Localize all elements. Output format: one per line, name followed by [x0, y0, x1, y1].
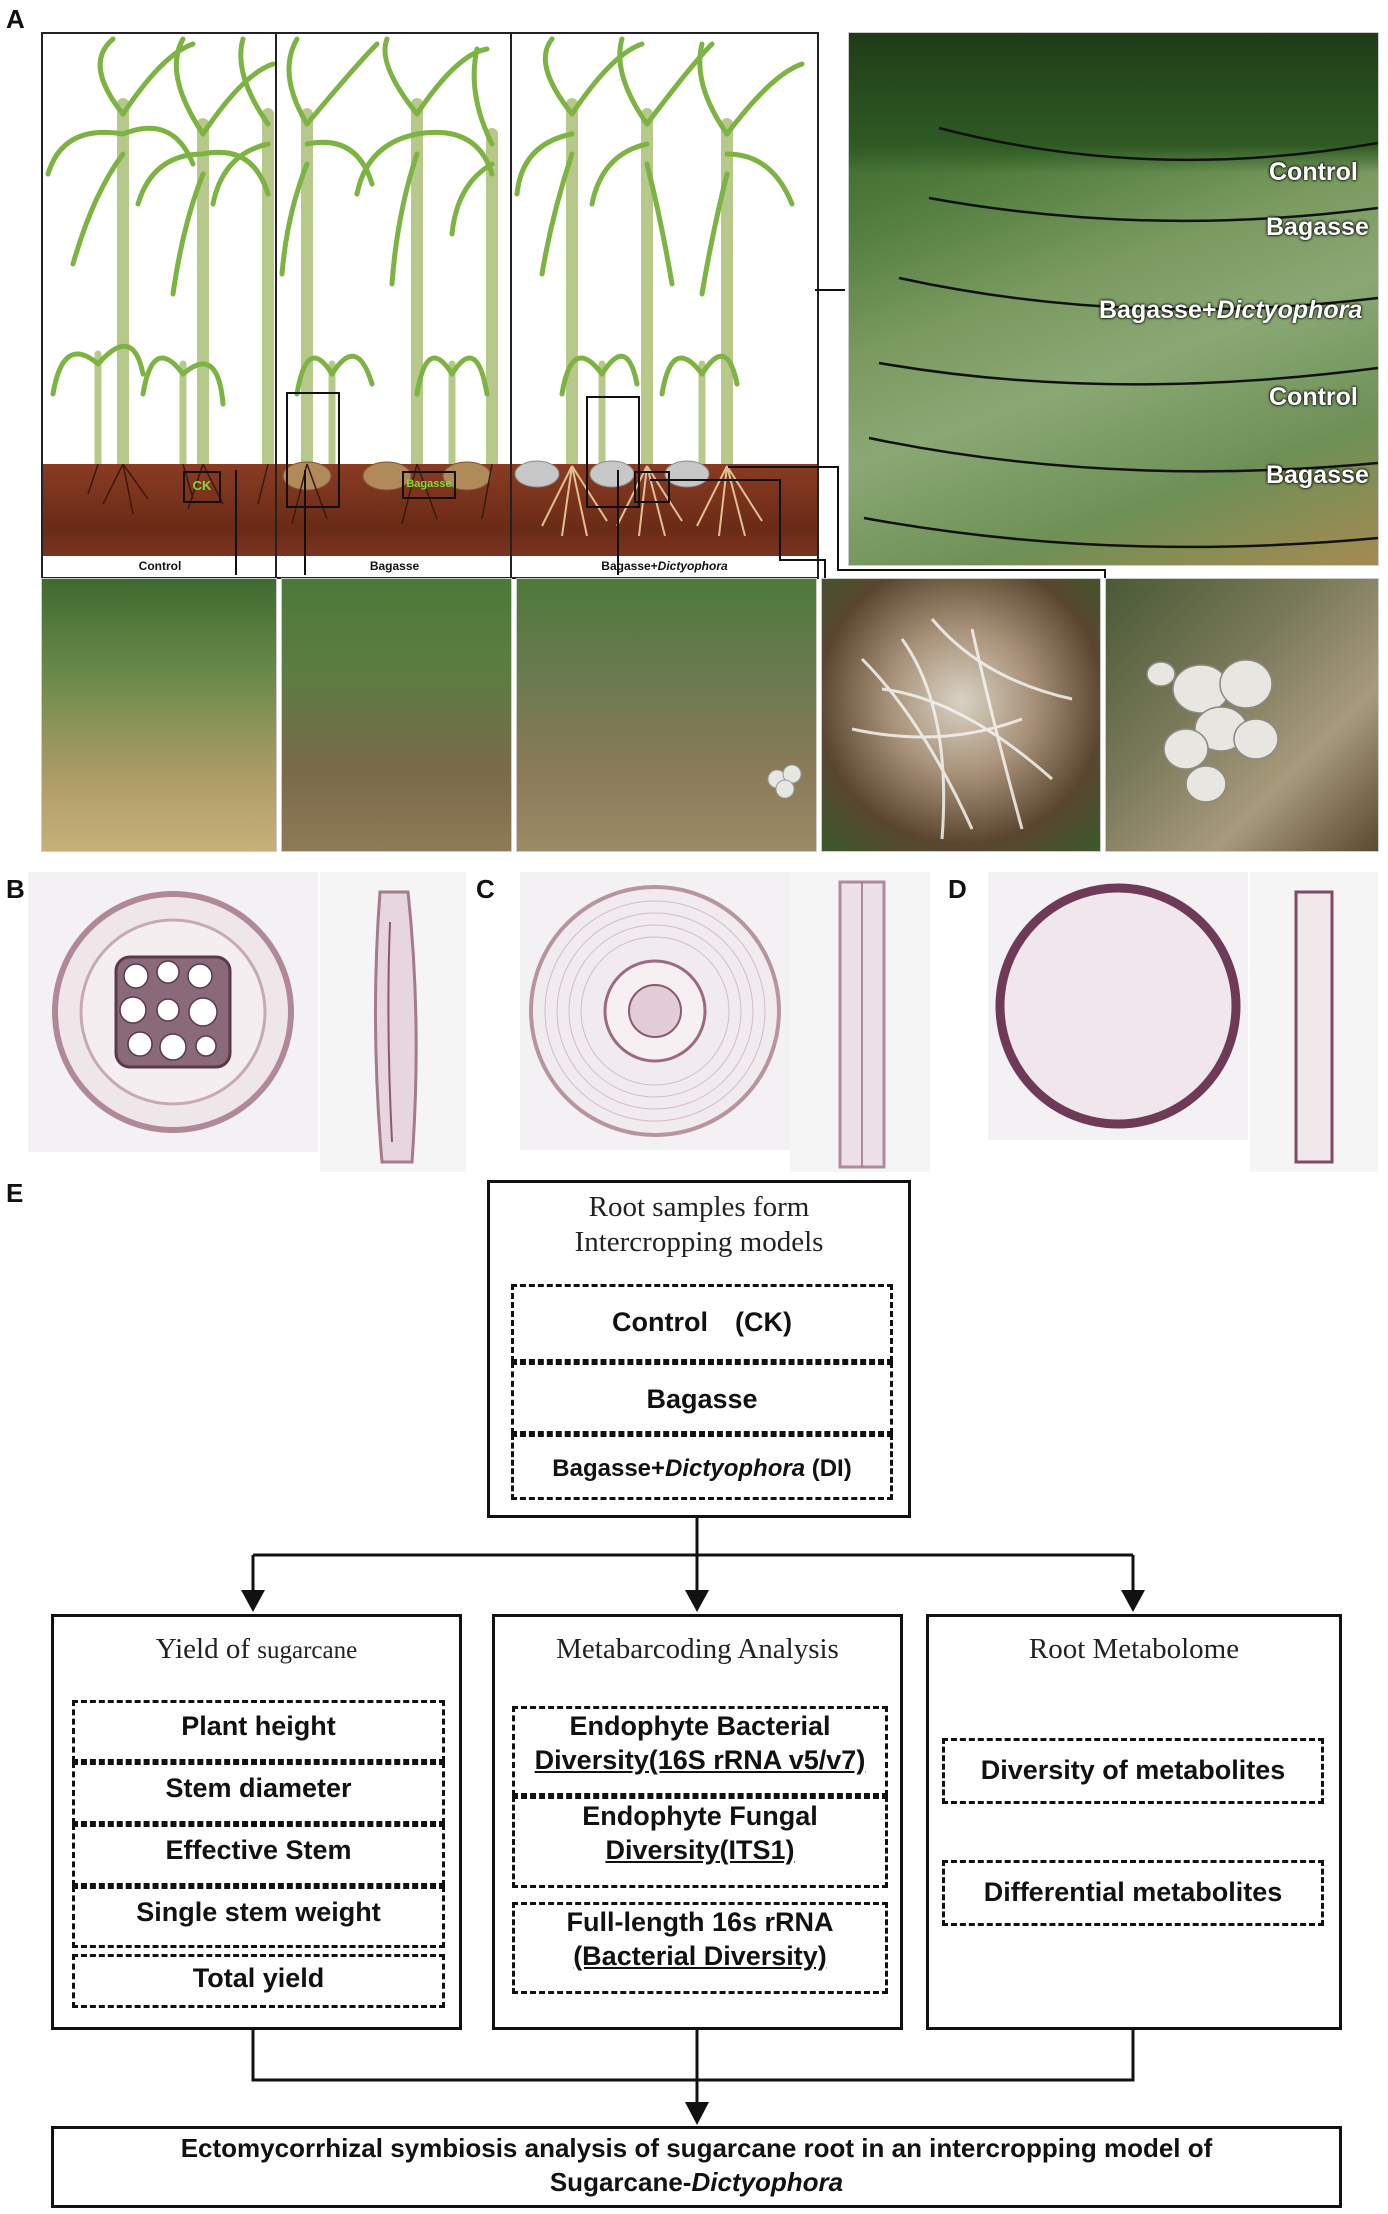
- bagasse-group-label: Bagasse: [646, 1384, 758, 1414]
- panel-label-c: C: [476, 874, 495, 904]
- root-zoom-box: [634, 471, 670, 503]
- caption-control: Control: [43, 556, 277, 577]
- ck-tag: CK: [183, 471, 221, 503]
- micrograph-dictyophora-cross: [988, 872, 1248, 1140]
- root-cross-section-control: [52, 891, 294, 1133]
- flowchart-arrows: [241, 1515, 1145, 2125]
- sugarcane-plants-bagasse: [279, 36, 498, 470]
- yield-item-total-yield: Total yield: [192, 1963, 325, 1993]
- yield-item-box: [72, 1700, 445, 1762]
- field-photo-bagasse: [281, 578, 512, 852]
- fungus-piles-and-roots: [514, 460, 763, 537]
- bagasse-zoom-box: [286, 392, 340, 508]
- illustration-bagasse-dictyophora: Bagasse+Dictyophora: [510, 32, 819, 579]
- micrograph-control-longitudinal: [320, 872, 466, 1172]
- aerial-field-photo: Control Bagasse Bagasse+Dictyophora Cont…: [848, 32, 1379, 566]
- root-samples-title: Root samples form Intercropping models: [574, 1191, 824, 1258]
- conclusion-label: Ectomycorrhizal symbiosis analysis of su…: [180, 2133, 1213, 2197]
- illustration-control: CK Control: [41, 32, 279, 579]
- root-metabolome-title: Root Metabolome: [1028, 1633, 1240, 1665]
- fungal-diversity-box: [512, 1796, 888, 1888]
- differential-metabolites-box: [942, 1860, 1324, 1926]
- yield-item-single-stem-weight: Single stem weight: [136, 1897, 381, 1927]
- yield-item-stem-diameter: Stem diameter: [165, 1773, 352, 1803]
- panel-label-e: E: [6, 1178, 24, 1208]
- conclusion-box: [51, 2126, 1342, 2208]
- control-group-label: Control (CK): [612, 1307, 792, 1337]
- yield-item-box: [72, 1824, 445, 1886]
- roots-control: [87, 464, 269, 515]
- metabolite-diversity-box: [942, 1738, 1324, 1804]
- sugarcane-plants-control: [45, 36, 276, 470]
- yield-item-effective-stem: Effective Stem: [165, 1835, 352, 1865]
- panel-label-b: B: [6, 874, 25, 904]
- micrograph-bagasse-cross: [520, 872, 790, 1150]
- metabolite-diversity-label: Diversity of metabolites: [980, 1755, 1286, 1785]
- bacterial-diversity-box: [512, 1706, 888, 1796]
- tree-line: [849, 33, 1378, 173]
- yield-item-box: [72, 1762, 445, 1824]
- yield-item-plant-height: Plant height: [181, 1711, 336, 1741]
- yield-item-box: [72, 1954, 445, 2008]
- micrograph-dictyophora-longitudinal: [1250, 872, 1378, 1172]
- dictyophora-group-box: [511, 1434, 893, 1500]
- bacterial-diversity-label: Endophyte Bacterial Diversity(16S rRNA v…: [534, 1711, 866, 1775]
- fungus-eggs: [767, 764, 802, 799]
- plot-boundary-lines: [863, 126, 1378, 549]
- differential-metabolites-label: Differential metabolites: [983, 1877, 1283, 1907]
- root-longitudinal-dictyophora: [1294, 890, 1334, 1164]
- aerial-label-control-2: Control: [1269, 383, 1358, 411]
- aerial-label-control-1: Control: [1269, 158, 1358, 186]
- panel-label-a: A: [6, 4, 25, 34]
- soil-layer: [43, 464, 277, 556]
- root-mycelium-photo: [821, 578, 1101, 852]
- metabarcoding-title: Metabarcoding Analysis: [556, 1633, 839, 1665]
- root-cross-section-dictyophora: [995, 883, 1241, 1129]
- root-longitudinal-control: [373, 890, 418, 1164]
- aerial-label-bagasse-2: Bagasse: [1266, 461, 1369, 489]
- root-metabolome-box: [926, 1614, 1342, 2030]
- field-photo-dictyophora: [516, 578, 817, 852]
- fungus-egg-cluster: [1146, 659, 1279, 803]
- full-length-16s-box: [512, 1902, 888, 1994]
- aerial-label-bagasse-1: Bagasse: [1266, 213, 1369, 241]
- bagasse-group-box: [511, 1362, 893, 1434]
- sugarcane-plants-dictyophora: [514, 36, 805, 470]
- field-photo-control: [41, 578, 277, 852]
- bagasse-tag: Bagasse: [402, 471, 456, 499]
- micrograph-control-cross: [28, 872, 318, 1152]
- root-samples-box: [487, 1180, 911, 1518]
- connector-lines: [235, 289, 1106, 578]
- yield-item-box: [72, 1886, 445, 1948]
- full-length-16s-label: Full-length 16s rRNA (Bacterial Diversit…: [566, 1907, 834, 1971]
- dictyophora-eggs-photo: [1105, 578, 1379, 852]
- caption-bagasse: Bagasse: [277, 556, 512, 577]
- panel-label-d: D: [948, 874, 967, 904]
- control-group-box: [511, 1284, 893, 1362]
- fungal-diversity-label: Endophyte Fungal Diversity(ITS1): [582, 1801, 818, 1865]
- caption-bagasse-dictyophora: Bagasse+Dictyophora: [512, 556, 817, 577]
- fungus-zoom-box: [586, 396, 640, 508]
- dictyophora-group-label: Bagasse+Dictyophora (DI): [552, 1455, 852, 1482]
- yield-title: Yield of sugarcane: [155, 1633, 358, 1665]
- root-cross-section-bagasse: [529, 885, 781, 1137]
- mycelium-strands: [851, 618, 1073, 840]
- root-longitudinal-bagasse: [838, 880, 886, 1169]
- aerial-label-dictyophora: Bagasse+Dictyophora: [1099, 296, 1363, 324]
- micrograph-bagasse-longitudinal: [790, 872, 930, 1172]
- metabarcoding-box: [492, 1614, 903, 2030]
